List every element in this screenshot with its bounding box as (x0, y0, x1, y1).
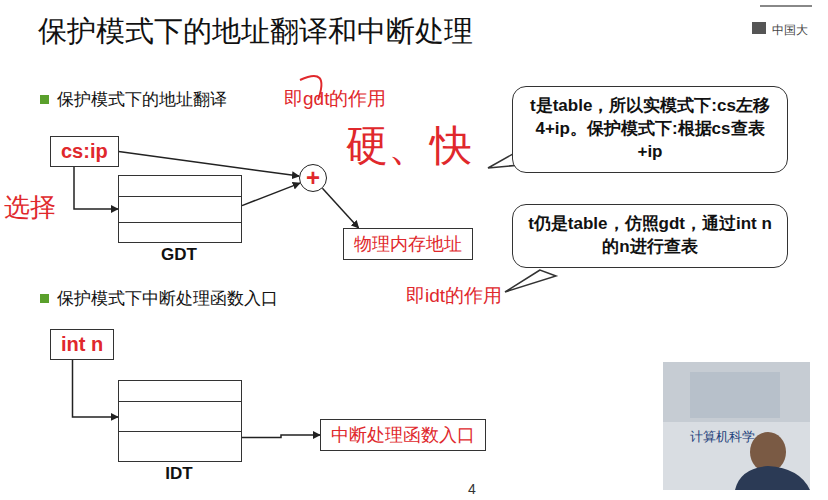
connector-arrow (73, 360, 119, 417)
table-row-line (119, 401, 241, 402)
table-row-line (119, 431, 241, 432)
callout-tail (505, 270, 556, 292)
register-box: cs:ip (50, 136, 119, 167)
handwritten-note: 即idt的作用 (406, 283, 502, 309)
connector-arrow (242, 183, 300, 206)
page-number: 4 (468, 481, 476, 497)
handwritten-note: 硬、快 (346, 118, 472, 174)
logo-text: 中国大 (772, 22, 808, 39)
node-text: 物理内存地址 (354, 232, 462, 256)
table-row-line (119, 196, 241, 197)
bullet-text: 保护模式下的地址翻译 (57, 88, 227, 111)
connector-arrow (119, 152, 299, 177)
idt-table: IDT (118, 380, 242, 484)
gdt-table: GDT (118, 175, 242, 265)
connector-arrow (74, 167, 118, 209)
table-heading: IDT (118, 464, 240, 484)
adder-circle: + (299, 164, 327, 192)
photo-caption: 计算机科学 (690, 428, 755, 446)
bullet-square (40, 294, 49, 303)
register-box: int n (50, 329, 114, 360)
connector-arrow (242, 435, 320, 437)
node-text: cs:ip (61, 140, 108, 163)
node-text: t仍是table，仿照gdt，通过int n的n进行查表 (525, 213, 775, 259)
connector-arrow (322, 188, 358, 228)
node-text: int n (61, 333, 103, 356)
handwritten-note: 即gdt的作用 (284, 86, 386, 112)
table-outline (118, 175, 242, 243)
result-box: 物理内存地址 (343, 228, 473, 260)
result-box: 中断处理函数入口 (320, 419, 486, 451)
bullet-text: 保护模式下中断处理函数入口 (57, 287, 278, 310)
bullet-square (40, 95, 49, 104)
handwritten-note: 选择 (4, 190, 56, 225)
node-text: 中断处理函数入口 (331, 423, 475, 447)
node-text: + (306, 166, 320, 190)
note-callout: t是table，所以实模式下:cs左移4+ip。保护模式下:根据cs查表+ip (512, 86, 788, 173)
table-heading: GDT (118, 245, 240, 265)
table-row-line (119, 222, 241, 223)
note-callout: t仍是table，仿照gdt，通过int n的n进行查表 (512, 204, 788, 268)
node-text: t是table，所以实模式下:cs左移4+ip。保护模式下:根据cs查表+ip (525, 95, 775, 164)
presenter-photo (663, 362, 810, 490)
slide-title: 保护模式下的地址翻译和中断处理 (38, 12, 473, 52)
table-outline (118, 380, 242, 462)
